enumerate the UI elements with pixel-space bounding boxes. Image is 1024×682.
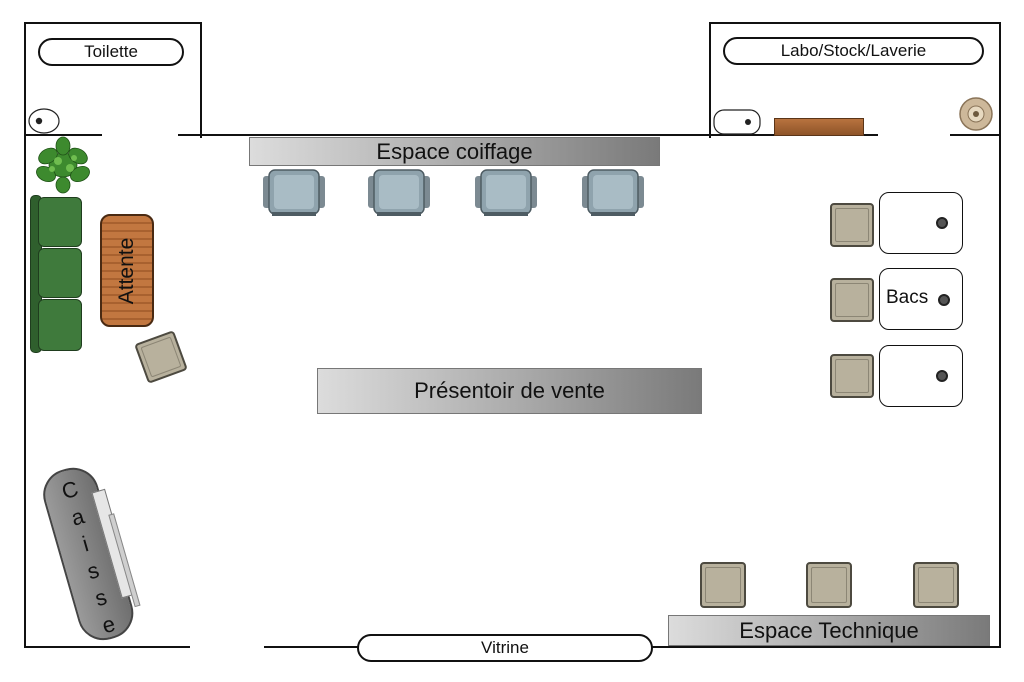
espace-coiffage: Espace coiffage bbox=[249, 137, 660, 166]
bacs-label: Bacs bbox=[886, 287, 929, 308]
toilet-icon bbox=[28, 108, 60, 134]
wall-top-toilette bbox=[24, 22, 202, 24]
bac-chair-2 bbox=[830, 278, 874, 322]
drain-icon bbox=[938, 294, 950, 306]
drain-icon bbox=[936, 370, 948, 382]
attente-label: Attente bbox=[115, 237, 138, 304]
lamp-icon bbox=[958, 96, 994, 132]
wall-bottom-left bbox=[24, 646, 190, 648]
bac-chair-3 bbox=[830, 354, 874, 398]
bac-1 bbox=[879, 192, 963, 254]
bac-2: Bacs bbox=[879, 268, 963, 330]
wall-mid-right bbox=[950, 134, 1001, 136]
wall-top-labo bbox=[709, 22, 1001, 24]
sofa-icon bbox=[30, 195, 82, 353]
technique-chair-3 bbox=[913, 562, 959, 608]
wall-left bbox=[24, 22, 26, 648]
technique-chair-1 bbox=[700, 562, 746, 608]
wall-toilette-right bbox=[200, 22, 202, 138]
wall-mid-center bbox=[178, 134, 878, 136]
drain-icon bbox=[936, 217, 948, 229]
chair-icon bbox=[262, 168, 326, 218]
wall-right bbox=[999, 22, 1001, 648]
chair-icon bbox=[367, 168, 431, 218]
plant-icon bbox=[30, 136, 96, 194]
bac-3 bbox=[879, 345, 963, 407]
waiting-chair bbox=[134, 330, 188, 384]
toilette-label: Toilette bbox=[38, 38, 184, 66]
espace-technique: Espace Technique bbox=[668, 615, 990, 646]
chair-icon bbox=[474, 168, 538, 218]
technique-chair-2 bbox=[806, 562, 852, 608]
vitrine-label: Vitrine bbox=[357, 634, 653, 662]
wall-labo-left bbox=[709, 22, 711, 138]
labo-label: Labo/Stock/Laverie bbox=[723, 37, 984, 65]
wall-mid-left bbox=[24, 134, 102, 136]
bac-chair-1 bbox=[830, 203, 874, 247]
attente-table: Attente bbox=[100, 214, 154, 327]
caisse-counter: C a i s s e bbox=[37, 458, 153, 647]
shelf bbox=[774, 118, 864, 136]
presentoir-de-vente: Présentoir de vente bbox=[317, 368, 702, 414]
chair-icon bbox=[581, 168, 645, 218]
sink-icon bbox=[713, 109, 761, 135]
